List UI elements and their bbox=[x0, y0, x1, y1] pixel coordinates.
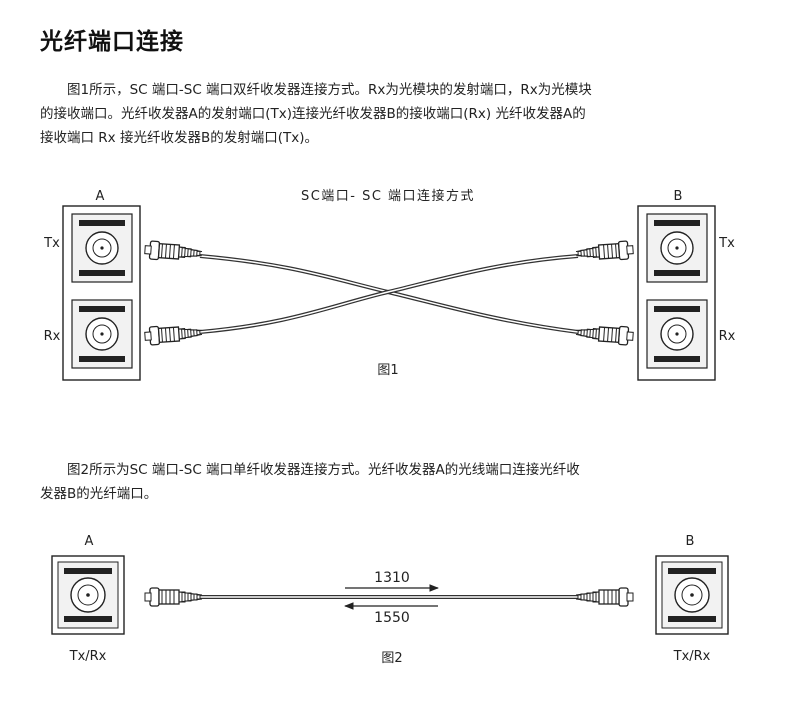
device-a-label: A bbox=[96, 189, 105, 204]
paragraph-line: 接收端口 Rx 接光纤收发器B的发射端口(Tx)。 bbox=[40, 130, 318, 146]
txrx-port-label: Tx/Rx bbox=[673, 649, 711, 664]
device-b-label: B bbox=[686, 534, 695, 549]
device-b-label: B bbox=[674, 189, 683, 204]
tx-port-label: Tx bbox=[718, 236, 735, 251]
figure1-caption: 图1 bbox=[377, 363, 398, 378]
sc-port-icon bbox=[71, 299, 133, 369]
paragraph-line: 图1所示，SC 端口-SC 端口双纤收发器连接方式。Rx为光模块的发射端口，Rx… bbox=[67, 82, 592, 98]
txrx-port-label: Tx/Rx bbox=[69, 649, 107, 664]
paragraph-line: 图2所示为SC 端口-SC 端口单纤收发器连接方式。光纤收发器A的光线端口连接光… bbox=[67, 462, 580, 478]
sc-port-icon bbox=[51, 555, 125, 635]
tx-port-label: Tx bbox=[43, 236, 60, 251]
crossed-fiber-cables bbox=[199, 254, 579, 334]
transceiver-a bbox=[62, 205, 141, 381]
fiber-connector-icon bbox=[143, 322, 204, 346]
sc-port-icon bbox=[646, 213, 708, 283]
transceiver-b bbox=[637, 205, 716, 381]
rx-port-label: Rx bbox=[44, 329, 61, 344]
figure2-caption: 图2 bbox=[381, 651, 402, 666]
wavelength-forward-label: 1310 bbox=[374, 570, 410, 586]
paragraph-fig2-description: 图2所示为SC 端口-SC 端口单纤收发器连接方式。光纤收发器A的光线端口连接光… bbox=[40, 458, 760, 506]
fiber-connector-icon bbox=[574, 240, 635, 264]
paragraph-fig1-description: 图1所示，SC 端口-SC 端口双纤收发器连接方式。Rx为光模块的发射端口，Rx… bbox=[40, 78, 760, 150]
fiber-connector-icon bbox=[574, 322, 635, 346]
fiber-connector-icon bbox=[143, 240, 204, 264]
sc-port-icon bbox=[655, 555, 729, 635]
page-title: 光纤端口连接 bbox=[40, 28, 184, 55]
fiber-connector-icon bbox=[575, 587, 634, 607]
paragraph-line: 发器B的光纤端口。 bbox=[40, 486, 158, 502]
fiber-connector-icon bbox=[144, 587, 203, 607]
sc-port-icon bbox=[646, 299, 708, 369]
wavelength-backward-label: 1550 bbox=[374, 610, 410, 626]
device-a-label: A bbox=[85, 534, 94, 549]
rx-port-label: Rx bbox=[719, 329, 736, 344]
sc-port-icon bbox=[71, 213, 133, 283]
figure1-heading: SC端口- SC 端口连接方式 bbox=[301, 188, 475, 204]
paragraph-line: 的接收端口。光纤收发器A的发射端口(Tx)连接光纤收发器B的接收端口(Rx) 光… bbox=[40, 106, 586, 122]
